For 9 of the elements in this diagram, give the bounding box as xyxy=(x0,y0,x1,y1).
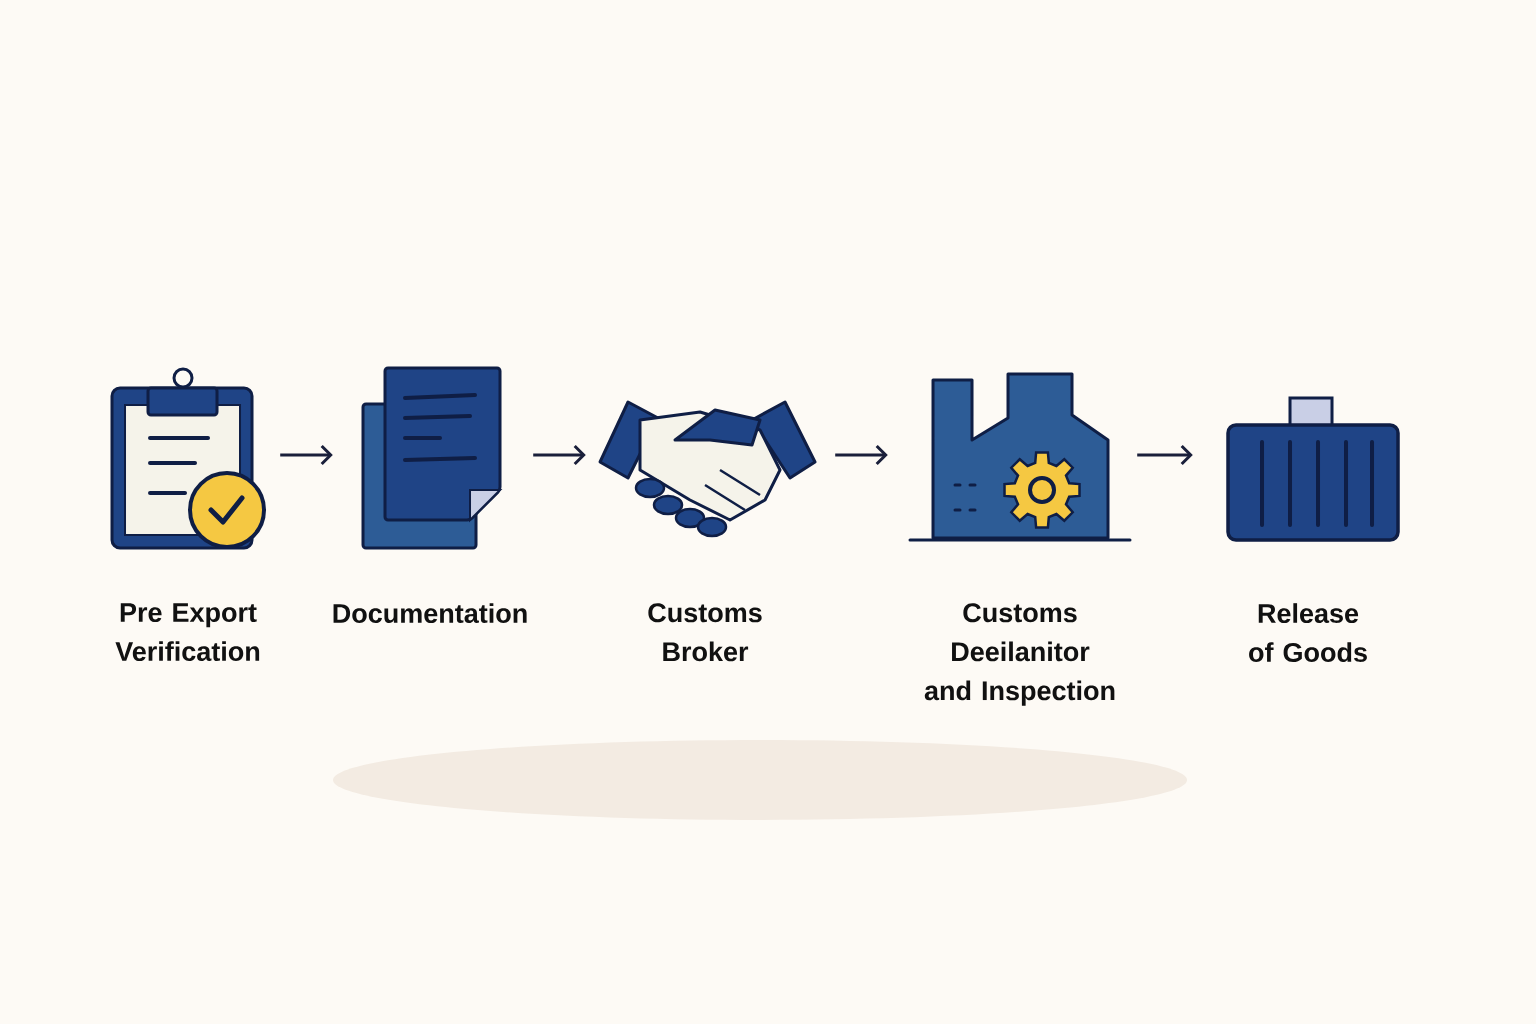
step-label: Release of Goods xyxy=(1249,603,1367,663)
arrow xyxy=(1137,444,1193,466)
step-label: Documentation xyxy=(333,603,527,624)
arrow xyxy=(835,444,888,466)
arrow xyxy=(533,444,586,466)
step-label: Customs Broker xyxy=(648,603,762,662)
step-label: Customs Deeilanitor and Inspection xyxy=(924,603,1115,706)
arrow xyxy=(280,444,333,466)
step-label: Pre Export Verification xyxy=(115,603,260,662)
